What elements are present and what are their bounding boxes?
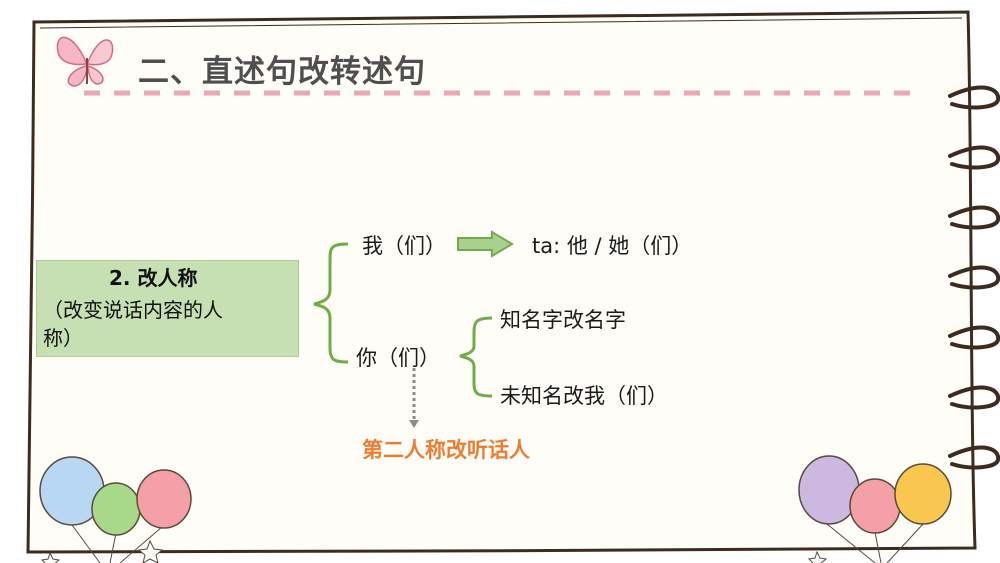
page-title: 二、直述句改转述句 (138, 54, 426, 90)
label-ta: ta: 他 / 她（们） (532, 234, 693, 258)
arrow-right-icon (457, 230, 514, 258)
label-wo: 我（们） (362, 234, 446, 258)
balloons-left-icon (39, 456, 192, 563)
label-ni: 你（们） (356, 346, 440, 370)
spiral-rings (948, 85, 1000, 470)
rule-desc-line1: （改变说话内容的人 (43, 298, 223, 322)
rule-desc-line2: 称） (43, 326, 83, 350)
main-brace (313, 242, 349, 364)
label-known-name: 知名字改名字 (500, 308, 626, 332)
rule-title: 2. 改人称 (109, 266, 198, 290)
butterfly-icon (56, 36, 114, 87)
label-second-person: 第二人称改听话人 (362, 438, 530, 462)
label-unknown-name: 未知名改我（们） (500, 384, 668, 408)
balloons-right-icon (798, 455, 952, 563)
rule-box: 2. 改人称 （改变说话内容的人 称） (36, 260, 299, 357)
dashed-divider (84, 90, 919, 96)
sub-brace (459, 316, 493, 398)
